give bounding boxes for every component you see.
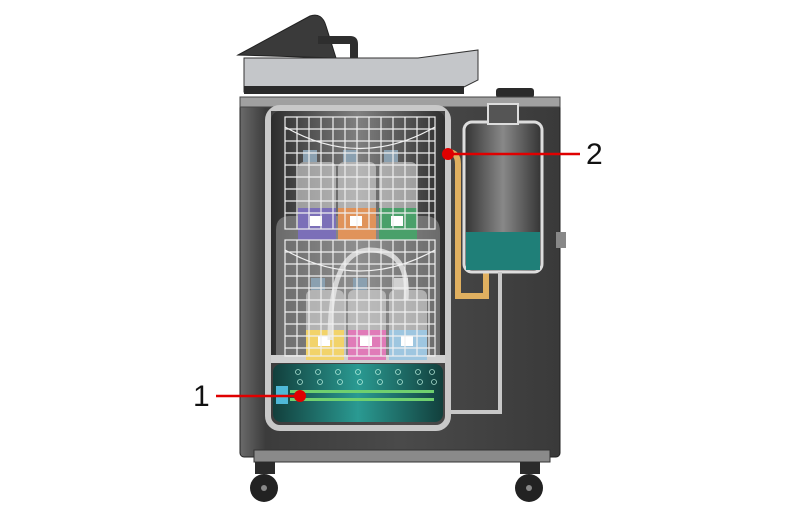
water-tank	[446, 103, 566, 414]
callout-1	[216, 390, 306, 402]
wire-baskets	[284, 116, 436, 357]
wheels	[250, 462, 543, 502]
lid	[236, 14, 534, 98]
callout-label-1: 1	[193, 380, 210, 413]
callout-2	[442, 148, 580, 160]
callout-label-2: 2	[586, 138, 603, 171]
